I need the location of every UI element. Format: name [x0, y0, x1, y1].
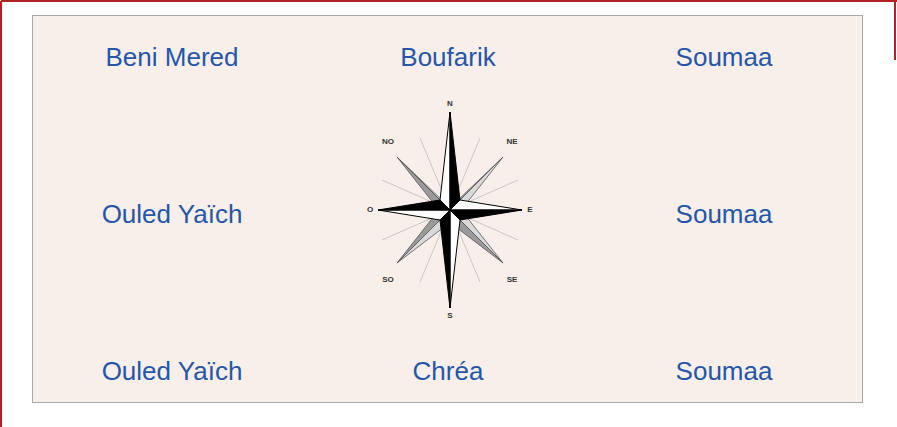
- compass-letter: SO: [382, 276, 394, 284]
- compass-letter: O: [367, 206, 373, 214]
- commune-name: Soumaa: [676, 43, 773, 73]
- commune-name: Soumaa: [676, 357, 773, 387]
- compass-letter: N: [447, 100, 453, 108]
- compass-letter: SE: [507, 276, 518, 284]
- compass-letter: S: [447, 312, 452, 320]
- commune-name: Beni Mered: [106, 43, 239, 73]
- frame-right: [894, 1, 896, 60]
- commune-name: Ouled Yaïch: [102, 200, 243, 230]
- compass-letter: NO: [382, 138, 394, 146]
- frame-left: [0, 1, 2, 427]
- frame-top: [1, 0, 897, 2]
- commune-name: Chréa: [413, 357, 484, 387]
- compass-cardinal: [378, 112, 522, 308]
- commune-name: Boufarik: [400, 43, 495, 73]
- commune-name: Ouled Yaïch: [102, 357, 243, 387]
- compass-letter: NE: [506, 138, 517, 146]
- commune-name: Soumaa: [676, 200, 773, 230]
- compass-letter: E: [527, 206, 532, 214]
